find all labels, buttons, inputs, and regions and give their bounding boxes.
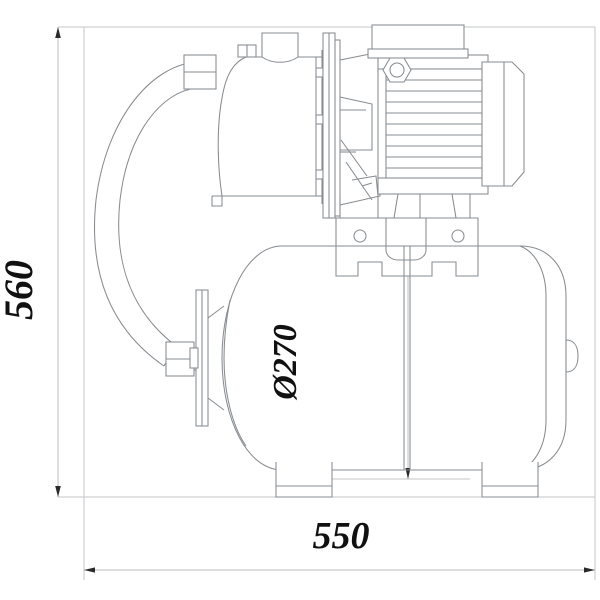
bracket-bolt-hole-left — [353, 229, 367, 243]
dimension-label-diameter: Ø270 — [267, 324, 304, 401]
dimension-overall-length: 550 — [84, 515, 595, 573]
tank-end-flange — [189, 289, 225, 427]
motor-fan-cover — [481, 61, 525, 187]
motor-cooling-fins — [386, 79, 482, 169]
tank-foot-left — [275, 462, 333, 498]
bracket-bolt-hole-right — [451, 229, 465, 243]
dimension-overall-height: 560 — [0, 27, 61, 497]
dimension-label-height: 560 — [0, 260, 41, 320]
hex-bolt — [382, 57, 412, 83]
pump-discharge-flange — [322, 32, 341, 219]
electric-motor — [367, 24, 525, 219]
motor-terminal-box — [367, 24, 469, 59]
mounting-bracket — [335, 217, 479, 470]
tank-foot-right — [481, 462, 539, 498]
dimension-label-length: 550 — [313, 515, 370, 557]
pump-housing — [183, 32, 324, 207]
